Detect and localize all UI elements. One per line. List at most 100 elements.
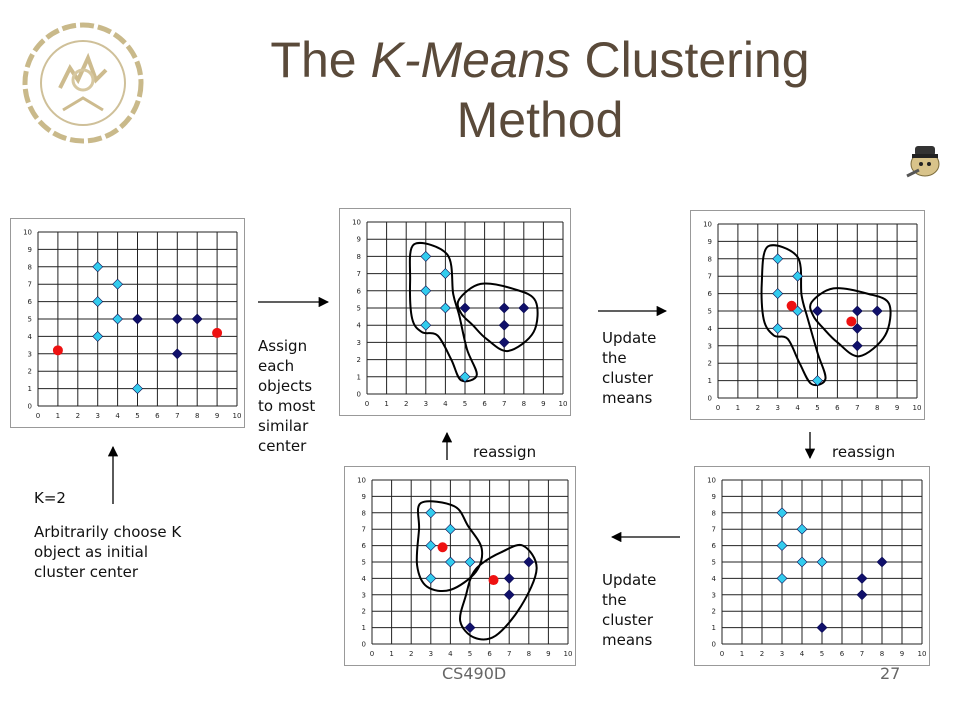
cluster-b-point — [851, 340, 863, 352]
cluster-b-point — [191, 313, 203, 325]
x-tick-label: 4 — [443, 400, 448, 408]
x-tick-label: 0 — [716, 404, 720, 412]
y-tick-label: 5 — [28, 316, 32, 324]
cluster-b-point — [464, 622, 476, 634]
plot-frame — [339, 208, 571, 416]
x-tick-label: 8 — [880, 650, 884, 658]
y-tick-label: 4 — [357, 322, 362, 330]
cluster-center-point — [488, 575, 499, 586]
cluster-b-point — [503, 589, 515, 601]
x-tick-label: 2 — [409, 650, 413, 658]
x-tick-label: 9 — [546, 650, 550, 658]
reassign-label-right: reassign — [832, 443, 896, 461]
cluster-a-point — [796, 556, 808, 568]
cluster-outline — [458, 543, 538, 641]
cluster-a-point — [439, 268, 451, 280]
y-tick-label: 9 — [362, 493, 366, 501]
y-tick-label: 6 — [362, 542, 367, 550]
mascot-icon — [906, 146, 940, 178]
cluster-outline — [809, 287, 892, 358]
x-tick-label: 5 — [820, 650, 824, 658]
slide-title: The K-Means Clustering Method — [270, 32, 810, 148]
y-tick-label: 10 — [352, 219, 361, 227]
x-tick-label: 5 — [815, 404, 819, 412]
x-tick-label: 9 — [541, 400, 545, 408]
y-tick-label: 8 — [357, 253, 361, 261]
y-tick-label: 7 — [28, 281, 32, 289]
x-tick-label: 4 — [448, 650, 453, 658]
cluster-a-point — [464, 556, 476, 568]
y-tick-label: 9 — [357, 236, 361, 244]
y-tick-label: 0 — [712, 641, 716, 649]
cluster-b-point — [876, 556, 888, 568]
x-tick-label: 10 — [564, 650, 573, 658]
x-tick-label: 2 — [760, 650, 764, 658]
university-seal-logo — [22, 22, 144, 144]
update-means-caption-bottom: Update the cluster means — [602, 571, 657, 649]
y-tick-label: 2 — [708, 360, 712, 368]
x-tick-label: 4 — [795, 404, 800, 412]
cluster-a-point — [816, 556, 828, 568]
cluster-b-point — [871, 305, 883, 317]
x-tick-label: 8 — [875, 404, 879, 412]
y-tick-label: 1 — [712, 624, 716, 632]
x-tick-label: 2 — [756, 404, 760, 412]
x-tick-label: 0 — [36, 412, 40, 420]
x-tick-label: 1 — [384, 400, 388, 408]
y-tick-label: 6 — [357, 287, 362, 295]
y-tick-label: 3 — [28, 350, 32, 358]
x-tick-label: 3 — [775, 404, 779, 412]
x-tick-label: 9 — [895, 404, 899, 412]
x-tick-label: 10 — [559, 400, 568, 408]
plot-frame — [694, 466, 930, 666]
update-means-caption-top: Update the cluster means — [602, 329, 657, 407]
cluster-a-point — [112, 278, 124, 290]
y-tick-label: 2 — [712, 608, 716, 616]
y-tick-label: 8 — [712, 509, 716, 517]
cluster-b-point — [498, 319, 510, 331]
x-tick-label: 0 — [720, 650, 724, 658]
cluster-b-point — [498, 302, 510, 314]
y-tick-label: 2 — [28, 368, 32, 376]
cluster-b-point — [523, 556, 535, 568]
x-tick-label: 8 — [195, 412, 199, 420]
x-tick-label: 3 — [95, 412, 99, 420]
y-tick-label: 0 — [708, 395, 712, 403]
cluster-a-point — [776, 540, 788, 552]
y-tick-label: 6 — [712, 542, 717, 550]
x-tick-label: 1 — [56, 412, 60, 420]
cluster-outline — [415, 500, 484, 593]
y-tick-label: 8 — [28, 263, 32, 271]
y-tick-label: 1 — [357, 373, 361, 381]
cluster-b-point — [503, 572, 515, 584]
cluster-a-point — [92, 261, 104, 273]
x-tick-label: 4 — [115, 412, 120, 420]
y-tick-label: 5 — [712, 559, 716, 567]
x-tick-label: 6 — [482, 400, 487, 408]
x-tick-label: 5 — [135, 412, 139, 420]
x-tick-label: 3 — [424, 400, 428, 408]
x-tick-label: 8 — [522, 400, 526, 408]
y-tick-label: 4 — [28, 333, 33, 341]
y-tick-label: 1 — [362, 624, 366, 632]
x-tick-label: 7 — [860, 650, 864, 658]
x-tick-label: 2 — [76, 412, 80, 420]
cluster-b-point — [851, 322, 863, 334]
reassign-label-left: reassign — [473, 443, 537, 461]
x-tick-label: 2 — [404, 400, 408, 408]
cluster-a-point — [459, 371, 471, 383]
cluster-a-point — [444, 523, 456, 535]
cluster-b-point — [856, 589, 868, 601]
y-tick-label: 10 — [707, 477, 716, 485]
plot-frame — [10, 218, 245, 428]
y-tick-label: 9 — [28, 246, 32, 254]
initial-center-caption: Arbitrarily choose K object as initial c… — [34, 523, 182, 581]
cluster-a-point — [112, 313, 124, 325]
cluster-a-point — [92, 296, 104, 308]
x-tick-label: 7 — [507, 650, 511, 658]
y-tick-label: 4 — [708, 325, 713, 333]
y-tick-label: 0 — [362, 641, 366, 649]
